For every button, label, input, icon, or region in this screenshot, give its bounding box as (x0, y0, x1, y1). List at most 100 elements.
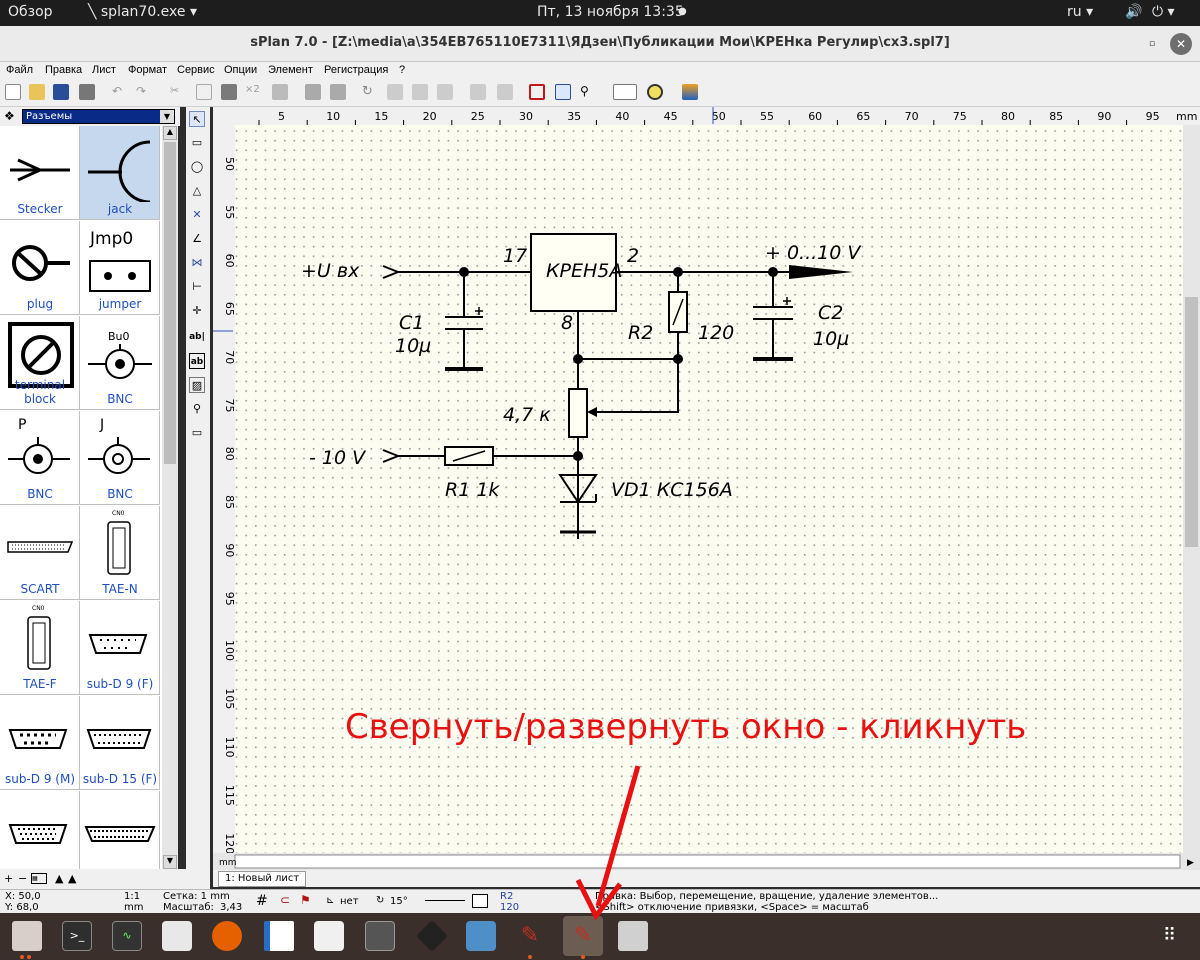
line-tool-icon[interactable]: ∠ (192, 232, 202, 245)
library-item-terminal-block[interactable]: terminal block (0, 316, 80, 410)
text-frame-tool-icon[interactable]: ab (189, 353, 205, 369)
inkscape-icon[interactable] (416, 920, 448, 952)
capacitor-c1[interactable] (445, 307, 483, 371)
library-item-sub-d9-f[interactable]: sub-D 9 (F) (80, 601, 160, 695)
library-item-bnc-3[interactable]: J BNC (80, 411, 160, 505)
align-icon[interactable] (437, 84, 453, 100)
software-icon[interactable] (162, 921, 192, 951)
library-item-plug[interactable]: plug (0, 221, 80, 315)
grid-dropdown-icon[interactable] (613, 84, 637, 100)
resistor-r1[interactable] (444, 446, 494, 466)
to-front-icon[interactable] (305, 84, 321, 100)
library-item-sub-d25[interactable] (80, 791, 160, 869)
library-item-sub-d15-f[interactable]: sub-D 15 (F) (80, 696, 160, 790)
cut-icon[interactable]: ✂ (170, 84, 180, 97)
show-apps-icon[interactable]: ⠿ (1163, 925, 1177, 946)
calculator-icon[interactable] (365, 921, 395, 951)
menu-edit[interactable]: Правка (45, 64, 83, 76)
copy-icon[interactable] (196, 84, 212, 100)
move-up-icon[interactable]: ▲ (55, 872, 64, 885)
dimension-tool-icon[interactable]: ⊢ (192, 280, 202, 293)
save-icon[interactable] (53, 84, 69, 100)
angle-icon[interactable]: ↻ (376, 895, 385, 906)
menu-service[interactable]: Сервис (177, 64, 215, 76)
new-file-icon[interactable] (5, 84, 21, 100)
scroll-right-icon[interactable]: ▶ (1187, 858, 1194, 868)
snap-value[interactable]: нет (340, 896, 359, 907)
library-item-jumper[interactable]: Jmp0 jumper (80, 221, 160, 315)
library-item-stecker[interactable]: Stecker (0, 126, 80, 220)
open-folder-icon[interactable] (29, 84, 45, 100)
text-tool-icon[interactable]: ab| (189, 332, 205, 342)
system-monitor-icon[interactable]: ∿ (112, 921, 142, 951)
volume-icon[interactable]: 🔊 (1125, 4, 1143, 20)
to-back-icon[interactable] (330, 84, 346, 100)
library-item-tae-f[interactable]: CN0 TAE-F (0, 601, 80, 695)
library-category-select[interactable]: Разъемы▼ (22, 109, 175, 124)
page-icon[interactable] (555, 84, 571, 100)
drive-icon[interactable] (618, 921, 648, 951)
menu-registration[interactable]: Регистрация (324, 64, 389, 76)
remove-library-button[interactable]: − (18, 872, 28, 885)
polygon-tool-icon[interactable]: △ (192, 184, 202, 197)
library-item-sub-d9-m[interactable]: sub-D 9 (M) (0, 696, 80, 790)
snap-icon[interactable]: ⊾ (326, 895, 335, 906)
magnet-icon[interactable]: ⊂ (280, 893, 291, 907)
potentiometer-4k7[interactable] (568, 388, 597, 438)
ic-krен5a[interactable] (530, 233, 617, 312)
menu-options[interactable]: Опции (224, 64, 258, 76)
ellipse-tool-icon[interactable]: ◯ (190, 160, 204, 173)
polyline-tool-icon[interactable]: ⋈ (191, 256, 203, 269)
zoom-icon[interactable] (647, 84, 663, 100)
menu-format[interactable]: Формат (128, 64, 168, 76)
mirror-vertical-icon[interactable] (412, 84, 428, 100)
junction-tool-icon[interactable]: ✛ (192, 304, 202, 317)
delete-icon[interactable] (272, 84, 288, 100)
library-scroll-thumb[interactable] (164, 142, 176, 464)
calendar-icon[interactable] (314, 921, 344, 951)
close-button[interactable]: ✕ (1170, 33, 1192, 55)
bezier-tool-icon[interactable]: ✕ (192, 208, 202, 221)
fill-color-box[interactable] (472, 894, 488, 908)
canvas-hscroll-thumb[interactable] (234, 854, 1181, 869)
capacitor-c2[interactable] (753, 297, 793, 361)
terminal-icon[interactable]: >_ (62, 921, 92, 951)
scroll-up-icon[interactable]: ▲ (163, 126, 177, 140)
keyboard-layout-indicator[interactable]: ru ▾ (1067, 4, 1094, 20)
rotate-icon[interactable]: ↻ (362, 84, 373, 99)
canvas-vscroll-thumb[interactable] (1185, 297, 1198, 547)
zener-diode-vd1[interactable] (558, 456, 598, 534)
power-icon[interactable]: ⏻ ▾ (1152, 4, 1175, 20)
library-item-bnc-1[interactable]: Bu0 BNC (80, 316, 160, 410)
part-list-icon[interactable] (529, 84, 545, 100)
menu-sheet[interactable]: Лист (92, 64, 116, 76)
group-icon[interactable] (470, 84, 486, 100)
firefox-icon[interactable] (212, 921, 242, 951)
binoculars-icon[interactable]: ⚲ (580, 84, 589, 98)
files-icon[interactable] (12, 921, 42, 951)
library-item-scart[interactable]: SCART (0, 506, 80, 600)
menu-element[interactable]: Элемент (268, 64, 313, 76)
splan-pencil-icon[interactable]: ✎ (520, 923, 540, 948)
image-viewer-icon[interactable] (466, 921, 496, 951)
menu-help[interactable]: ? (399, 64, 406, 76)
image-tool-icon[interactable]: ▨ (189, 377, 205, 393)
grid-toggle-icon[interactable]: # (256, 893, 268, 909)
undo-icon[interactable]: ↶ (112, 84, 123, 98)
select-tool-icon[interactable]: ↖ (189, 111, 205, 127)
ungroup-icon[interactable] (497, 84, 513, 100)
zoom-tool-icon[interactable]: ⚲ (192, 402, 202, 415)
add-library-button[interactable]: + (4, 872, 14, 885)
activities-button[interactable]: Обзор (8, 4, 53, 20)
line-width-preview[interactable] (425, 900, 465, 901)
measure-tool-icon[interactable]: ▭ (191, 426, 203, 439)
print-icon[interactable] (79, 84, 95, 100)
move-down-icon[interactable]: ▲ (68, 872, 77, 885)
rectangle-tool-icon[interactable]: ▭ (191, 136, 203, 149)
duplicate-icon[interactable]: ×2 (245, 84, 260, 95)
app-menu[interactable]: ╲ splan70.exe ▾ (88, 4, 197, 20)
redo-icon[interactable]: ↷ (136, 84, 147, 98)
scroll-down-icon[interactable]: ▼ (163, 855, 177, 869)
library-item-jack[interactable]: jack (80, 126, 160, 220)
